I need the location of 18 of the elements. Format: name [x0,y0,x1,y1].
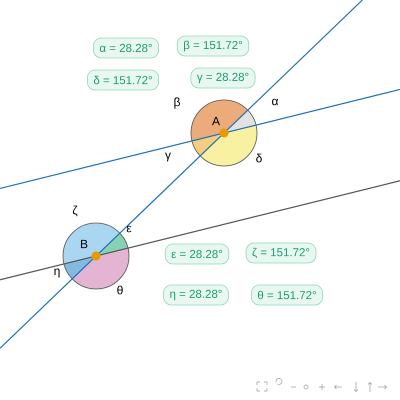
angle-label: α [272,98,278,106]
value-box: ζ = 151.72° [246,242,316,264]
value-box: α = 28.28° [93,38,159,58]
angle-label: ζ [72,206,78,216]
angle-label: B [80,240,88,248]
value-box: ε = 28.28° [164,244,230,264]
angle-label: γ [165,152,171,162]
value-box: β = 151.72° [176,36,250,56]
angle-label: β [174,97,180,109]
value-box: θ = 151.72° [250,284,324,306]
angle-label: ε [126,226,132,232]
angle-label: δ [256,154,262,162]
angle-label: A [212,116,220,126]
value-box: η = 28.28° [163,284,229,306]
angle-label: θ [117,286,123,294]
value-box: δ = 151.72° [86,70,160,90]
value-box: γ = 28.28° [190,68,256,88]
angle-label: η [54,268,60,278]
